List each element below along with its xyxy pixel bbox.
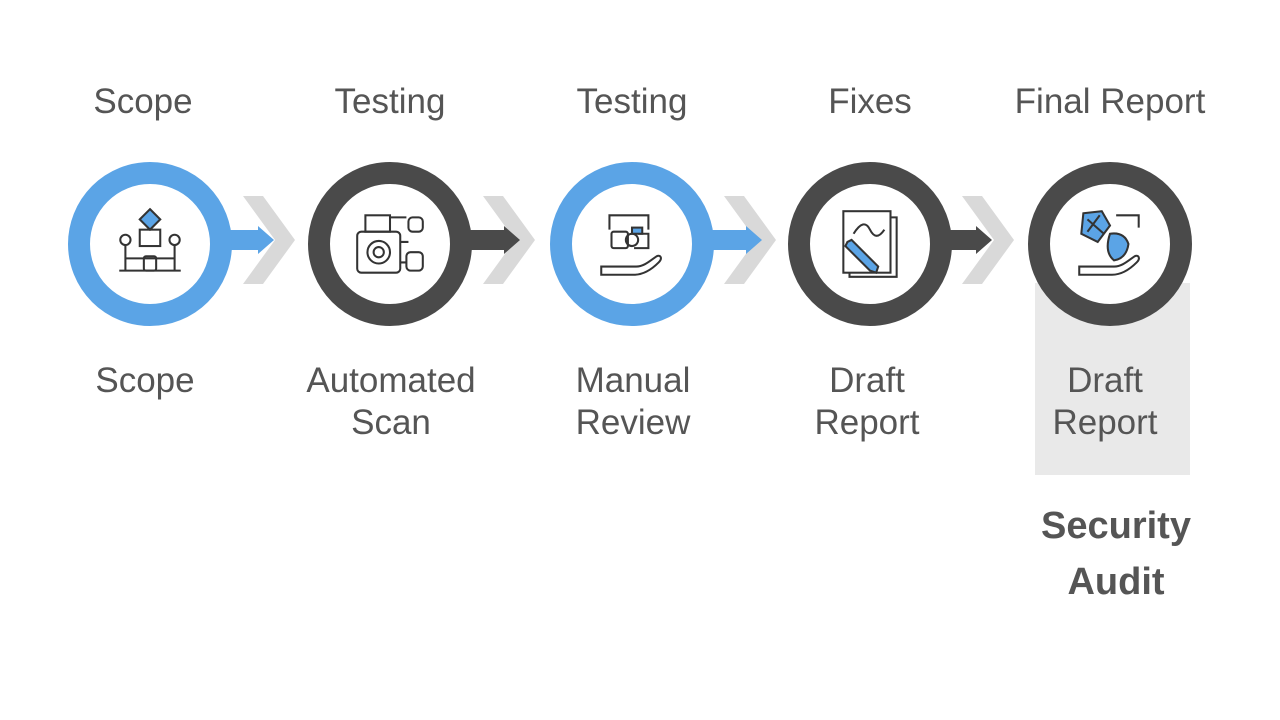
- diagram-title: Security Audit: [1000, 498, 1232, 610]
- connector-arrow-3: [710, 226, 762, 254]
- stage-ring-5: [1028, 162, 1192, 326]
- scanner-camera-icon: [356, 214, 424, 274]
- stage-ring-1: [68, 162, 232, 326]
- caption-line: Draft: [1067, 361, 1143, 400]
- caption-line: Draft: [829, 361, 905, 400]
- chevron-arrow-icon: [483, 196, 535, 284]
- connector-arrow-1: [222, 226, 274, 254]
- stage-title-5: Final Report: [1014, 82, 1206, 121]
- caption-line: Report: [1052, 403, 1158, 442]
- caption-line: Manual: [575, 361, 691, 400]
- stage-caption-5: Draft Report: [985, 360, 1225, 444]
- stage-caption-3: Manual Review: [513, 360, 753, 444]
- connector-arrow-2: [468, 226, 520, 254]
- connector-arrow-4: [948, 226, 992, 254]
- stage-caption-4: Draft Report: [747, 360, 987, 444]
- caption-line: Automated: [306, 361, 476, 400]
- stage-title-4: Fixes: [828, 82, 912, 121]
- caption-line: Report: [814, 403, 920, 442]
- caption-line: Review: [575, 403, 691, 442]
- caption-line: Scope: [95, 361, 195, 400]
- chevron-arrow-icon: [243, 196, 295, 284]
- stage-ring-3: [550, 162, 714, 326]
- stage-ring-4: [788, 162, 952, 326]
- stage-title-2: Testing: [334, 82, 446, 121]
- chevron-arrow-icon: [962, 196, 1014, 284]
- title-line: Security: [1041, 505, 1191, 547]
- shield-hand-icon: [1078, 210, 1140, 276]
- stage-caption-2: Automated Scan: [271, 360, 511, 444]
- caption-line: Scan: [351, 403, 431, 442]
- stage-title-3: Testing: [576, 82, 688, 121]
- stage-ring-2: [308, 162, 472, 326]
- scope-team-icon: [119, 207, 181, 272]
- stage-caption-1: Scope: [25, 360, 265, 402]
- title-line: Audit: [1067, 561, 1165, 603]
- hand-inspection-icon: [600, 214, 662, 276]
- document-pen-icon: [842, 210, 898, 278]
- stage-title-1: Scope: [93, 82, 193, 121]
- chevron-arrow-icon: [724, 196, 776, 284]
